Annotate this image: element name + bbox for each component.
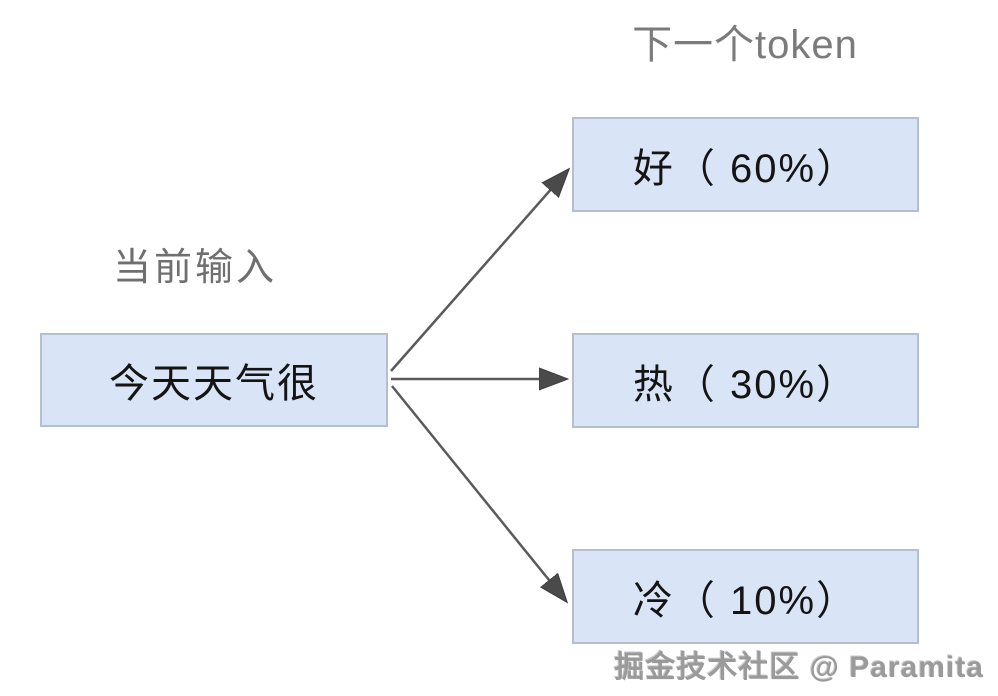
- arrow-to-prediction-good: [390, 170, 568, 372]
- input-box: 今天天气很: [40, 333, 388, 427]
- prediction-box-good: 好（ 60%）: [572, 117, 919, 212]
- prediction-box-cold: 冷（ 10%）: [572, 549, 919, 644]
- prediction-box-hot: 热（ 30%）: [572, 333, 919, 428]
- input-box-text: 今天天气很: [109, 362, 319, 406]
- watermark: 掘金技术社区 @ Paramita: [614, 651, 984, 684]
- current-input-label: 当前输入: [113, 247, 278, 289]
- prediction-box-good-text: 好（ 60%）: [632, 146, 859, 191]
- arrow-to-prediction-cold: [391, 385, 566, 601]
- prediction-box-hot-text: 热（ 30%）: [632, 362, 859, 407]
- next-token-title: 下一个token: [632, 23, 858, 67]
- prediction-box-cold-text: 冷（ 10%）: [632, 578, 859, 623]
